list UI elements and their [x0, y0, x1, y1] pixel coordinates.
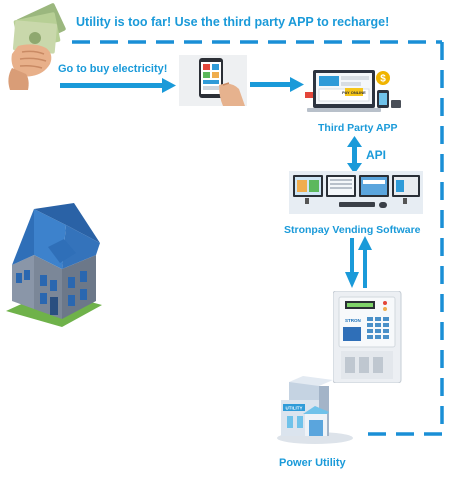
api-double-arrow	[347, 136, 362, 174]
arrow-meter-to-vending	[358, 236, 372, 288]
arrow-vending-to-meter	[345, 238, 359, 288]
house-windows	[16, 270, 87, 306]
third-party-app-label: Third Party APP	[318, 122, 398, 134]
power-utility-label: Power Utility	[279, 457, 346, 469]
third-party-app-illustration: PAY ONLINE $	[305, 70, 401, 112]
arrow-money-to-phone	[60, 78, 176, 93]
vending-software-image	[289, 171, 423, 214]
dashed-boundary	[72, 40, 444, 436]
house-illustration	[6, 203, 102, 327]
arrow-phone-to-app	[250, 77, 304, 92]
money-hand-illustration	[8, 3, 66, 90]
hand-icon	[8, 44, 52, 90]
meter-keypad	[367, 317, 389, 339]
meter-brand: STRON	[345, 318, 361, 323]
smartphone-icon	[199, 58, 245, 106]
api-label: API	[366, 148, 387, 162]
monitors-icon	[289, 171, 423, 214]
dollar-coin-icon	[376, 71, 390, 85]
prepaid-meter-illustration: STRON	[333, 291, 402, 383]
power-utility-building-illustration: UTILITY	[277, 376, 353, 444]
pay-online-badge: PAY ONLINE	[342, 90, 366, 95]
utility-sign: UTILITY	[286, 406, 303, 411]
banknotes-icon	[12, 3, 66, 54]
svg-text:$: $	[380, 74, 386, 85]
phone-app-image	[179, 55, 247, 106]
vending-software-label: Stronpay Vending Software	[284, 224, 421, 236]
buy-electricity-label: Go to buy electricity!	[58, 63, 168, 75]
bill-icon	[305, 92, 313, 98]
card-reader-icon	[391, 100, 401, 108]
house-door	[50, 297, 58, 315]
banner-title: Utility is too far! Use the third party …	[76, 15, 390, 29]
